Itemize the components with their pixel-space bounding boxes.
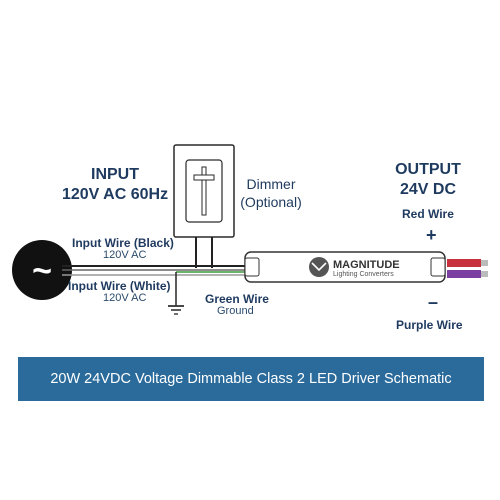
black-wire-label: Input Wire (Black) <box>72 236 174 250</box>
ac-source-symbol: ~ <box>32 252 52 290</box>
output-title-line1: OUTPUT <box>395 161 461 178</box>
input-wires <box>62 265 250 276</box>
black-wire-voltage: 120V AC <box>103 249 147 261</box>
dimmer-switch <box>173 144 235 268</box>
white-wire-label: Input Wire (White) <box>68 279 171 293</box>
driver-brand: MAGNITUDE <box>333 259 400 271</box>
output-title: OUTPUT 24V DC <box>378 160 478 200</box>
driver-tagline: Lighting Converters <box>333 271 394 278</box>
purple-wire-label: Purple Wire <box>396 318 463 332</box>
dimmer-label: Dimmer (Optional) <box>236 175 306 211</box>
output-title-line2: 24V DC <box>399 181 457 198</box>
green-wire-label: Green Wire <box>205 292 269 306</box>
input-title-line2: 120V AC 60Hz <box>61 186 169 203</box>
white-wire-voltage: 120V AC <box>103 292 147 304</box>
dimmer-label-line2: (Optional) <box>240 194 302 210</box>
negative-sign: – <box>428 292 439 312</box>
dimmer-label-line1: Dimmer <box>246 176 296 192</box>
red-wire-label: Red Wire <box>402 207 454 221</box>
led-driver <box>244 251 446 283</box>
input-title: INPUT 120V AC 60Hz <box>60 165 170 205</box>
ac-source-circle <box>12 240 72 300</box>
green-wire-ground: Ground <box>217 305 254 317</box>
caption-banner: 20W 24VDC Voltage Dimmable Class 2 LED D… <box>18 357 484 401</box>
magnitude-logo-icon <box>309 257 329 277</box>
output-wires <box>447 259 488 278</box>
input-title-line1: INPUT <box>91 166 139 183</box>
positive-sign: + <box>426 225 437 245</box>
ground-symbol <box>168 272 184 315</box>
